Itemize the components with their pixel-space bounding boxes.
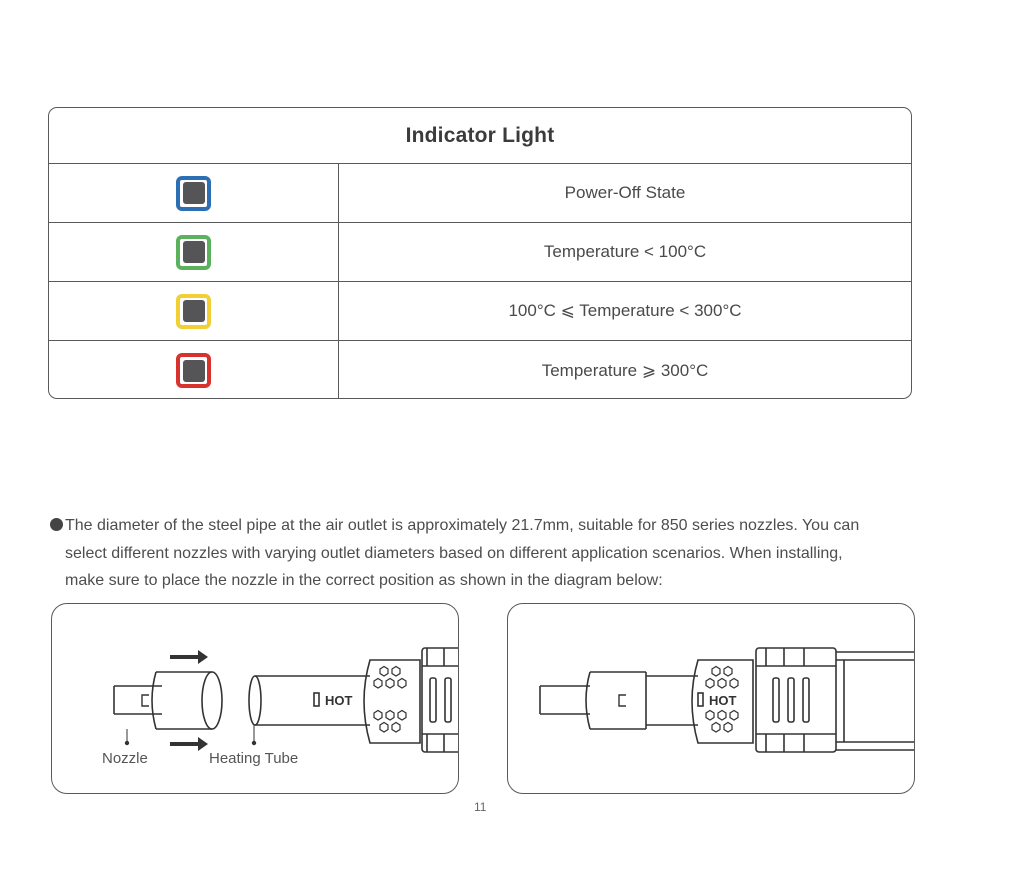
state-text: Temperature ⩾ 300°C bbox=[541, 360, 709, 380]
yellow-light-icon bbox=[176, 293, 211, 329]
table-row: Temperature ⩾ 300°C bbox=[49, 341, 911, 398]
table-row: Temperature < 100°C bbox=[49, 223, 911, 282]
heating-tube-label: Heating Tube bbox=[209, 750, 299, 767]
state-text: Power-Off State bbox=[564, 183, 686, 202]
indicator-light-table: Indicator Light Power-Off State Temperat… bbox=[48, 107, 912, 399]
green-light-icon bbox=[176, 234, 211, 270]
installation-note: The diameter of the steel pipe at the ai… bbox=[50, 512, 916, 595]
hot-label: HOT bbox=[709, 693, 737, 708]
table-row: Power-Off State bbox=[49, 164, 911, 223]
state-text: 100°C ⩽ Temperature < 300°C bbox=[508, 301, 742, 320]
diagram-panel-after-install: HOT bbox=[507, 603, 915, 794]
page-number: 11 bbox=[474, 800, 487, 814]
table-row: 100°C ⩽ Temperature < 300°C bbox=[49, 282, 911, 341]
state-text: Temperature < 100°C bbox=[543, 242, 707, 261]
blue-light-icon bbox=[176, 175, 211, 211]
red-light-icon bbox=[176, 353, 211, 388]
table-title: Indicator Light bbox=[49, 108, 911, 164]
nozzle-installed-illustration: HOT bbox=[539, 647, 914, 753]
bullet-icon bbox=[50, 518, 63, 531]
note-line-2: select different nozzles with varying ou… bbox=[65, 544, 843, 562]
nozzle-separate-illustration: HOT bbox=[113, 647, 458, 753]
diagram-panel-before-install: HOT Nozzle Heating Tube bbox=[51, 603, 459, 794]
note-line-1: The diameter of the steel pipe at the ai… bbox=[65, 517, 860, 534]
hot-label: HOT bbox=[325, 693, 353, 708]
note-line-3: make sure to place the nozzle in the cor… bbox=[65, 572, 663, 589]
nozzle-label: Nozzle bbox=[102, 750, 148, 767]
